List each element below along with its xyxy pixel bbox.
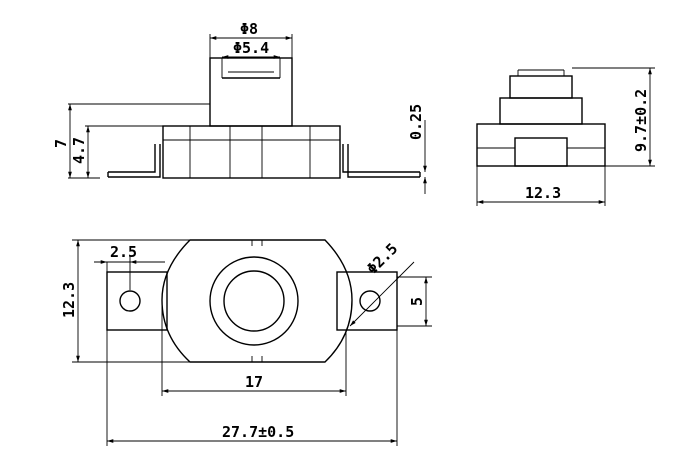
- dim-4-7: 4.7: [70, 137, 88, 164]
- right-terminal: [342, 144, 420, 173]
- front-view: Φ8 Φ5.4 7 4.7 0.25: [52, 20, 427, 194]
- dim-phi8: Φ8: [240, 20, 258, 38]
- dim-17: 17: [245, 373, 263, 391]
- left-terminal: [108, 144, 156, 173]
- dim-2-5: 2.5: [110, 243, 137, 261]
- dim-12-3-bottom: 12.3: [60, 282, 78, 318]
- left-mount-hole: [119, 290, 141, 312]
- dim-27-7: 27.7±0.5: [222, 423, 294, 441]
- dim-12-3-side: 12.3: [525, 184, 561, 202]
- dim-9-7: 9.7±0.2: [632, 89, 650, 152]
- front-main-body: [162, 125, 341, 179]
- right-tab: [336, 271, 398, 331]
- left-tab: [106, 271, 168, 331]
- button-inner-ring: [223, 270, 285, 332]
- side-base: [476, 123, 606, 167]
- dim-5: 5: [408, 297, 426, 306]
- dim-0-25: 0.25: [407, 104, 425, 140]
- top-body: [161, 239, 353, 363]
- dim-phi5-4: Φ5.4: [233, 39, 269, 57]
- top-view: 2.5 Φ2.5 12.3 5 17 27.7±0.5: [60, 239, 432, 446]
- right-mount-hole: [359, 290, 381, 312]
- dim-7: 7: [52, 139, 70, 148]
- button-outer-ring: [209, 256, 299, 346]
- side-view: 9.7±0.2 12.3: [476, 67, 655, 206]
